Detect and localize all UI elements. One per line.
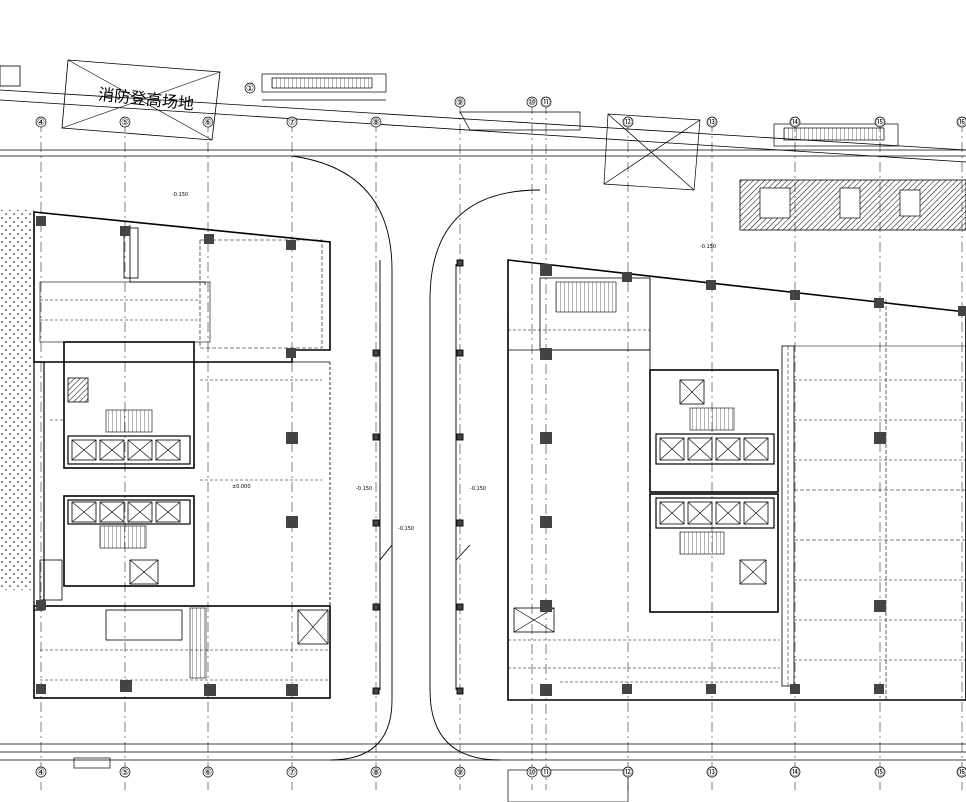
svg-text:⑭: ⑭	[790, 117, 799, 128]
svg-text:④: ④	[37, 768, 45, 778]
grid-bubbles-bottom: ④ ⑤ ⑥ ⑦ ⑧ ⑨ ⑩ ⑪ ⑫ ⑬ ⑭ ⑮ ⑯	[35, 766, 966, 778]
svg-text:⑤: ⑤	[121, 768, 129, 778]
right-columns	[540, 264, 966, 696]
svg-text:⑪: ⑪	[541, 97, 550, 108]
svg-text:⑫: ⑫	[623, 767, 632, 778]
top-stair-detail-left	[261, 73, 387, 101]
svg-text:⑤: ⑤	[121, 118, 129, 128]
svg-text:-0.150: -0.150	[356, 486, 372, 492]
svg-text:⑦: ⑦	[288, 118, 296, 128]
svg-text:⑩: ⑩	[528, 768, 536, 778]
svg-text:④: ④	[37, 118, 45, 128]
site-top-lines	[0, 65, 966, 163]
annotations: -0.150 -0.150 -0.150 -0.150 -0.150 ±0.00…	[172, 192, 716, 532]
svg-text:⑪: ⑪	[541, 767, 550, 778]
svg-text:⑮: ⑮	[875, 117, 884, 128]
svg-text:-0.150: -0.150	[700, 244, 716, 250]
svg-text:⑮: ⑮	[875, 767, 884, 778]
svg-text:①: ①	[246, 84, 254, 94]
svg-text:⑬: ⑬	[707, 767, 716, 778]
svg-text:⑥: ⑥	[204, 118, 212, 128]
svg-text:-0.150: -0.150	[470, 486, 486, 492]
svg-text:±0.000: ±0.000	[232, 484, 251, 490]
fire-access-area: 消防登高场地	[61, 59, 221, 141]
bottom-dimension-lines	[0, 743, 966, 802]
svg-text:⑯: ⑯	[957, 117, 966, 128]
top-stair-detail-right	[773, 123, 899, 147]
road-curves	[291, 155, 541, 761]
svg-text:-0.150: -0.150	[398, 526, 414, 532]
svg-text:⑬: ⑬	[707, 117, 716, 128]
svg-text:⑦: ⑦	[288, 768, 296, 778]
svg-text:⑯: ⑯	[957, 767, 966, 778]
svg-text:⑧: ⑧	[372, 768, 380, 778]
svg-text:⑩: ⑩	[528, 98, 536, 108]
svg-text:⑧: ⑧	[372, 118, 380, 128]
svg-text:⑭: ⑭	[790, 767, 799, 778]
left-building	[0, 210, 331, 699]
svg-text:-0.150: -0.150	[172, 192, 188, 198]
grid-bubbles-top: ④ ⑤ ⑥ ⑦ ⑧ ⑨ ⑩ ⑪ ⑫ ⑬ ⑭ ⑮ ⑯ ①	[35, 82, 966, 128]
svg-text:⑨: ⑨	[456, 98, 464, 108]
svg-text:⑨: ⑨	[456, 768, 464, 778]
left-columns	[36, 216, 298, 696]
svg-text:⑥: ⑥	[204, 768, 212, 778]
right-building	[507, 259, 966, 701]
grid-lines	[40, 104, 963, 790]
svg-text:⑫: ⑫	[623, 117, 632, 128]
top-right-details	[459, 111, 966, 231]
